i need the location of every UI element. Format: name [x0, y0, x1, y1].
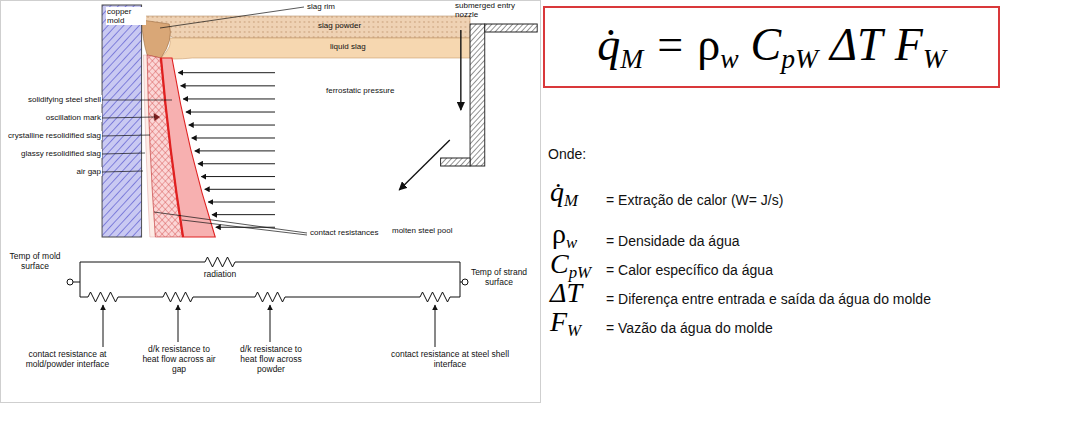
nozzle-top	[485, 24, 537, 32]
leader-line	[102, 100, 172, 101]
resistor-network	[67, 257, 468, 347]
formula-part: q̇	[597, 19, 620, 70]
label: oscillation mark	[2, 113, 102, 122]
formula-part: =	[657, 19, 683, 70]
label: = Extração de calor (W= J/s)	[606, 192, 783, 208]
label: solidifying steel shell	[2, 95, 102, 104]
formula-part: C	[751, 19, 782, 70]
leader-lines	[102, 7, 307, 235]
pressure-arrow	[208, 202, 275, 203]
terminal	[67, 279, 73, 285]
formula-part: ΔT	[830, 19, 883, 70]
leader-line	[102, 171, 143, 172]
symbol-part: F	[550, 306, 567, 337]
label: = Densidade da água	[606, 233, 740, 249]
pointer-arrow	[103, 305, 104, 347]
label: = Diferença entre entrada e saída da águ…	[606, 291, 931, 307]
formula-part: pW	[781, 43, 818, 74]
pressure-arrow	[189, 125, 275, 126]
formula-part: F	[895, 19, 923, 70]
leader-line	[154, 212, 307, 233]
pressure-arrow	[205, 189, 275, 190]
pressure-arrow	[201, 176, 275, 177]
slag-powder	[142, 16, 470, 38]
formula-part: M	[620, 43, 643, 74]
mold-figure	[102, 5, 537, 237]
formula-box: q̇M = ρwCpW ΔTFW	[543, 6, 1000, 88]
label: ferrostatic pressure	[326, 86, 394, 95]
symbol-part: q̇	[550, 176, 564, 207]
nozzle-wall	[470, 24, 485, 166]
outlet-arrow	[399, 140, 450, 190]
label: glassy resolidified slag	[2, 149, 102, 158]
series-branch	[80, 282, 460, 302]
slag-rim	[142, 20, 171, 58]
pressure-arrow	[178, 72, 275, 73]
formula-part: ρ	[697, 19, 720, 70]
label: Temp of mold surface	[6, 252, 64, 272]
pressure-arrow	[198, 163, 275, 164]
formula: q̇M = ρwCpW ΔTFW	[597, 22, 946, 73]
pressure-arrow	[181, 85, 275, 86]
leader-line	[102, 135, 150, 136]
terminal	[462, 279, 468, 285]
pressure-arrows	[178, 73, 275, 228]
label: radiation	[190, 270, 250, 280]
symbol-part: ρ	[552, 218, 566, 249]
label: crystalline resolidified slag	[2, 131, 102, 140]
copper-mold	[102, 5, 142, 237]
leader-line	[160, 7, 304, 28]
leader-line	[102, 153, 145, 154]
pressure-arrow	[192, 137, 275, 138]
leader-line	[102, 117, 155, 118]
label: slag rim	[307, 2, 335, 11]
leader-line	[182, 220, 307, 235]
pointer-arrow	[435, 305, 436, 347]
label: air gap	[2, 167, 102, 176]
label: Onde:	[548, 146, 586, 162]
label: contact resistance at mold/powder interf…	[5, 350, 130, 370]
flow-arrow	[460, 30, 461, 110]
pressure-arrow	[186, 112, 275, 113]
symbol: FW	[550, 308, 581, 340]
steel-shell	[161, 58, 215, 237]
pointer-arrow	[178, 305, 179, 342]
shell-edge	[161, 58, 183, 237]
pointer-arrow	[270, 305, 271, 342]
pressure-arrow	[212, 214, 275, 215]
symbol: q̇M	[550, 178, 578, 210]
formula-part: W	[923, 43, 946, 74]
label: d/k resistance to heat flow across powde…	[232, 345, 310, 374]
label: slag powder	[318, 21, 361, 30]
label: copper mold	[106, 7, 146, 25]
radiation-branch	[73, 257, 462, 282]
label: = Calor específico da água	[606, 262, 773, 278]
label: = Vazão da água do molde	[606, 320, 773, 336]
label: submerged entry nozzle	[455, 1, 523, 19]
label: molten steel pool	[392, 226, 452, 235]
label: d/k resistance to heat flow across air g…	[140, 345, 218, 374]
symbol-part: M	[564, 191, 578, 210]
symbol-part: W	[567, 321, 581, 340]
pressure-arrow	[195, 150, 275, 151]
label: liquid slag	[330, 42, 366, 51]
formula-part: w	[720, 43, 738, 74]
label: contact resistance at steel shell interf…	[380, 350, 520, 370]
liquid-slag	[161, 38, 470, 59]
symbol-part: C	[550, 248, 569, 279]
nozzle-foot	[441, 158, 470, 166]
pressure-arrow	[183, 98, 275, 99]
symbol: ΔT	[550, 279, 582, 307]
symbol-part: ΔT	[550, 277, 582, 308]
label: Temp of strand surface	[470, 268, 528, 288]
symbol: ρw	[552, 220, 577, 252]
frame	[1, 1, 541, 403]
label: contact resistances	[310, 228, 378, 237]
